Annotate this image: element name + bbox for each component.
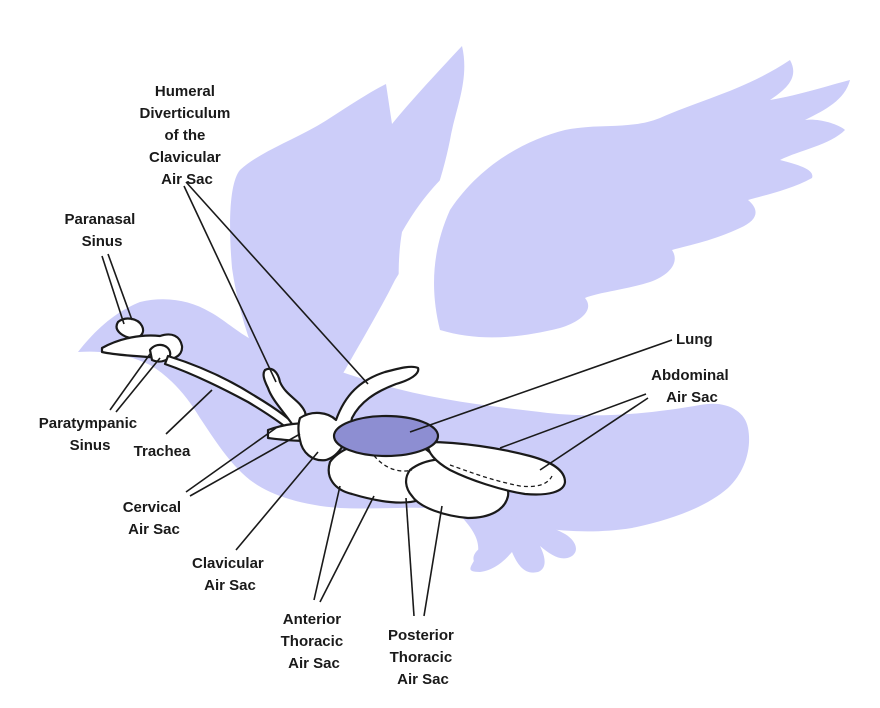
- label-abdominal-line: Abdominal: [651, 367, 729, 384]
- label-humeral-line: Humeral: [155, 83, 215, 100]
- label-posterior-thoracic: Posterior Thoracic Air Sac: [388, 627, 458, 688]
- abdominal-air-sac: [426, 440, 567, 496]
- label-anterior-line: Thoracic: [281, 633, 344, 650]
- label-clavicular-line: Air Sac: [204, 577, 256, 594]
- body-and-head: [78, 299, 750, 532]
- leader-paratympanic-1: [109, 353, 151, 411]
- label-paratympanic-line: Sinus: [70, 437, 111, 454]
- label-trachea-line: Trachea: [134, 443, 191, 460]
- label-clavicular-line: Clavicular: [192, 555, 264, 572]
- label-paratympanic-line: Paratympanic: [39, 415, 137, 432]
- label-humeral-line: of the: [165, 127, 206, 144]
- label-posterior-line: Air Sac: [397, 671, 449, 688]
- rear-wing: [434, 60, 850, 338]
- label-abdominal-line: Air Sac: [666, 389, 718, 406]
- label-cervical-line: Cervical: [123, 499, 181, 516]
- label-paranasal-line: Paranasal: [64, 211, 135, 228]
- leader-cervical-1: [185, 427, 277, 493]
- label-lung: Lung: [676, 331, 713, 348]
- label-cervical-line: Air Sac: [128, 521, 180, 538]
- label-paranasal: Paranasal Sinus: [64, 211, 139, 250]
- clavicular-air-sac: [297, 365, 420, 462]
- leader-humeral-2: [185, 181, 369, 385]
- legs-and-feet: [455, 510, 576, 573]
- wing-shadow-gap: [398, 160, 462, 305]
- label-cervical: Cervical Air Sac: [123, 499, 186, 538]
- label-clavicular: Clavicular Air Sac: [192, 555, 268, 594]
- label-humeral: Humeral Diverticulum of the Clavicular A…: [139, 83, 234, 188]
- leader-humeral-1: [183, 185, 277, 383]
- label-posterior-line: Posterior: [388, 627, 454, 644]
- leader-posterior-1: [405, 497, 415, 617]
- leader-clavicular: [235, 451, 319, 551]
- label-abdominal: Abdominal Air Sac: [651, 367, 733, 406]
- leader-anterior-1: [313, 485, 341, 601]
- respiratory-organs: [100, 317, 567, 520]
- label-paratympanic: Paratympanic Sinus: [39, 415, 142, 454]
- leader-paranasal-1: [101, 255, 125, 325]
- bird-silhouette: [78, 46, 850, 573]
- leader-lines: [101, 181, 673, 617]
- label-paranasal-line: Sinus: [82, 233, 123, 250]
- label-trachea: Trachea: [134, 443, 191, 460]
- leader-anterior-2: [319, 495, 375, 603]
- leader-lung: [409, 339, 673, 433]
- label-lung-line: Lung: [676, 331, 713, 348]
- leader-posterior-2: [423, 505, 443, 617]
- lung-internal-boundary: [369, 449, 553, 488]
- label-humeral-line: Air Sac: [161, 171, 213, 188]
- label-anterior-line: Anterior: [283, 611, 342, 628]
- lung: [332, 414, 440, 458]
- label-posterior-line: Thoracic: [390, 649, 453, 666]
- label-anterior-thoracic: Anterior Thoracic Air Sac: [281, 611, 348, 672]
- leader-cervical-2: [189, 433, 301, 497]
- label-anterior-line: Air Sac: [288, 655, 340, 672]
- label-humeral-line: Diverticulum: [139, 105, 230, 122]
- leader-abdominal-2: [539, 397, 649, 471]
- leader-paranasal-2: [107, 253, 133, 321]
- leader-paratympanic-2: [115, 357, 161, 413]
- labels: Humeral Diverticulum of the Clavicular A…: [39, 83, 733, 688]
- front-wing: [230, 46, 465, 420]
- label-humeral-line: Clavicular: [149, 149, 221, 166]
- leader-trachea: [165, 389, 213, 435]
- leader-abdominal-1: [499, 393, 647, 449]
